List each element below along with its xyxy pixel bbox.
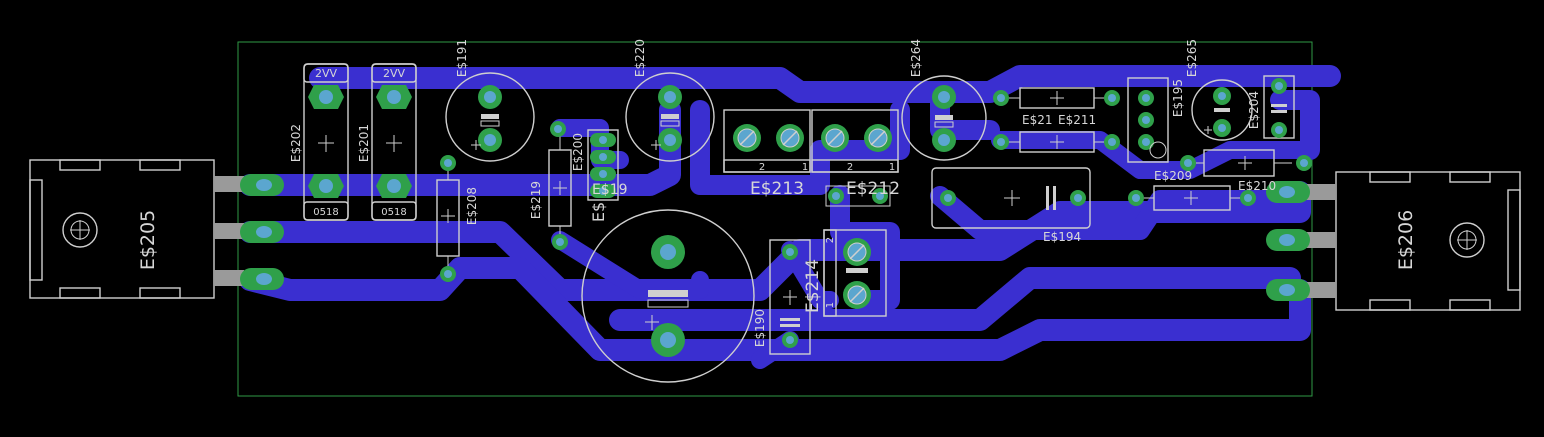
component-e206[interactable]: E$206 [1266, 171, 1521, 311]
label-e212: E$212 [846, 179, 900, 199]
component-e21x[interactable]: E$21 [993, 87, 1120, 127]
label-e264: E$264 [909, 39, 923, 77]
trace-far-right [1270, 90, 1320, 160]
pin-label-2b: 2 [847, 162, 853, 173]
trace-e214-link [781, 241, 839, 309]
component-e213[interactable]: 2 1 E$213 [723, 109, 811, 199]
trace-e212 [830, 185, 900, 310]
mounting-hole-icon [62, 212, 98, 248]
pin-label-1b: 1 [889, 162, 895, 173]
trace-e194 [930, 186, 1300, 240]
label-e200: E$200 [571, 133, 585, 171]
board-outline [237, 41, 1313, 397]
label-e265: E$265 [1185, 39, 1199, 77]
label-e201: E$201 [357, 124, 371, 162]
component-e190[interactable]: E$190 [753, 239, 811, 355]
fuse-top-label-1: 2VV [315, 67, 338, 80]
pin-label-2a: 2 [759, 162, 765, 173]
mounting-hole-icon [1449, 222, 1485, 258]
component-e220[interactable]: E$220 [625, 39, 715, 162]
trace-top-rail [309, 65, 1341, 103]
pin-label-1a: 1 [802, 162, 808, 173]
component-e265[interactable]: E$265 [1185, 39, 1253, 141]
label-e219: E$219 [529, 181, 543, 219]
component-e201[interactable]: 2VV 0518 E$201 [357, 63, 417, 221]
label-e210: E$210 [1238, 179, 1276, 193]
pin-label-2c: 2 [825, 237, 836, 243]
label-e195: E$195 [1171, 79, 1185, 117]
component-e195[interactable]: E$195 [1127, 77, 1185, 163]
label-e19: E$19 [592, 182, 628, 198]
component-e210[interactable]: E$210 [1180, 149, 1312, 193]
label-e191: E$191 [455, 39, 469, 77]
component-e205[interactable]: E$205 [29, 159, 284, 299]
fuse-bot-label-1: 0518 [313, 207, 338, 218]
fuse-bot-label-2: 0518 [381, 207, 406, 218]
component-e202[interactable]: 2VV 0518 E$202 [289, 63, 349, 221]
component-e191[interactable]: E$191 [445, 39, 535, 162]
label-e214: E$214 [803, 259, 823, 313]
label-e21x: E$21 [1022, 113, 1053, 127]
component-e19-cap[interactable] [581, 209, 755, 383]
fuse-top-label-2: 2VV [383, 67, 406, 80]
label-e220: E$220 [633, 39, 647, 77]
component-e212[interactable]: 2 1 E$212 [811, 109, 900, 207]
label-e-vert: E$ [589, 202, 608, 222]
label-e204: E$204 [1247, 91, 1261, 129]
trace-205-pin3 [239, 257, 1311, 361]
component-e194[interactable]: E$194 [931, 167, 1091, 244]
component-e200[interactable]: E$200 E$ [571, 129, 619, 222]
label-e190: E$190 [753, 309, 767, 347]
label-e205: E$205 [137, 210, 159, 270]
component-e214[interactable]: 2 1 E$214 [803, 229, 887, 317]
label-e209: E$209 [1154, 169, 1192, 183]
label-e211: E$211 [1058, 113, 1096, 127]
label-e202: E$202 [289, 124, 303, 162]
component-e219[interactable]: E$219 [529, 121, 572, 250]
trace-terminal-loop [690, 100, 910, 195]
label-e194: E$194 [1043, 230, 1081, 244]
component-e208[interactable]: E$208 [436, 155, 479, 282]
component-e209[interactable]: E$209 [1128, 169, 1256, 211]
label-e208: E$208 [465, 187, 479, 225]
label-e213: E$213 [750, 179, 804, 199]
pin-label-1c: 1 [825, 302, 836, 308]
component-e264[interactable]: E$264 [901, 39, 987, 161]
component-e204[interactable]: E$204 [1247, 75, 1295, 139]
component-e211[interactable]: E$211 [993, 113, 1120, 153]
label-e206: E$206 [1395, 210, 1417, 270]
